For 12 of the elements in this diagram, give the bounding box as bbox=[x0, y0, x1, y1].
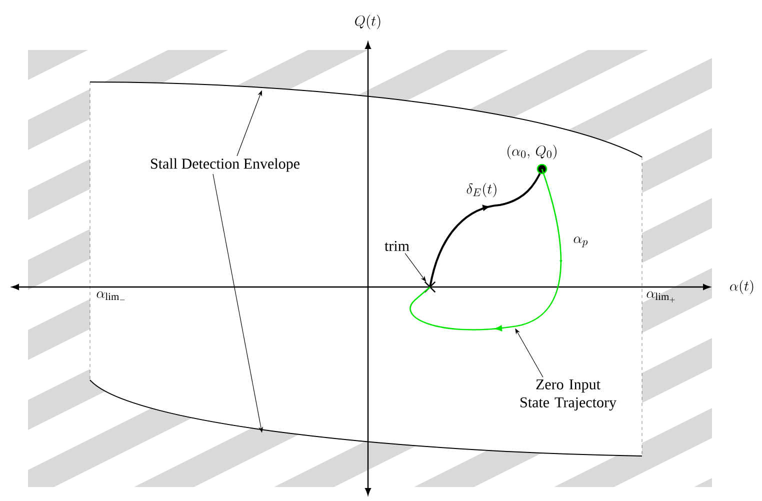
math-label: $\delta_E(t)$ bbox=[466, 182, 496, 198]
envelope-curve bbox=[90, 82, 642, 158]
annotation-label: trim bbox=[384, 240, 410, 252]
math-label: $\alpha_p$ bbox=[574, 236, 588, 248]
math-label: $\alpha_{\mathrm{lim}_+}$ bbox=[646, 291, 675, 302]
math-label: $(\alpha_0,\, Q_0)$ bbox=[508, 144, 556, 160]
envelope-curve bbox=[90, 380, 642, 456]
trajectory-curve bbox=[410, 168, 562, 332]
annotation-label: Stall Detection Envelope bbox=[151, 158, 300, 172]
math-label: $Q(t)$ bbox=[355, 14, 380, 30]
math-label: $\alpha_{\mathrm{lim}_-}$ bbox=[96, 291, 125, 300]
math-label: $\alpha(t)$ bbox=[730, 280, 754, 294]
